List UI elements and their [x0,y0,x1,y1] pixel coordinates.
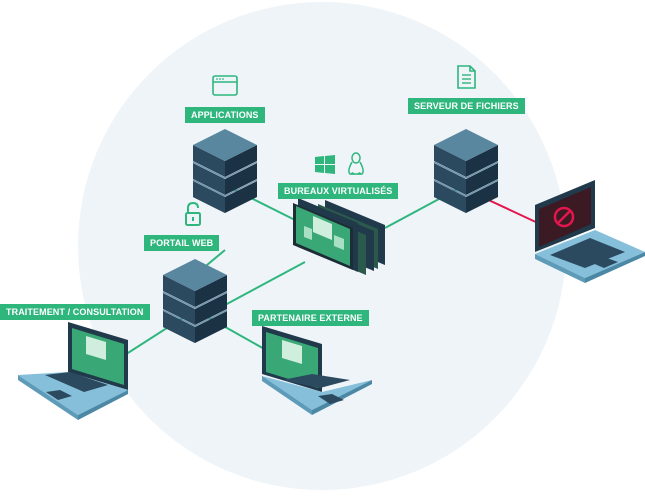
label-bureaux-virtualises: BUREAUX VIRTUALISÉS [278,183,399,199]
virtual-desktops [293,198,385,275]
padlock-icon [185,201,201,226]
link-portail-bureaux [224,261,306,306]
laptop-traitement [18,322,128,420]
blocked-icon [553,206,575,228]
browser-window-icon [212,75,238,96]
label-traitement-consultation: TRAITEMENT / CONSULTATION [0,304,150,320]
windows-icon [315,155,335,174]
server-fichiers [433,128,499,214]
connections [119,184,541,359]
linux-icon [348,152,364,175]
label-applications: APPLICATIONS [185,107,265,123]
server-applications [192,128,258,214]
laptop-partenaire [262,326,372,415]
label-portail-web: PORTAIL WEB [144,235,220,251]
label-serveur-fichiers: SERVEUR DE FICHIERS [408,98,525,114]
label-partenaire-externe: PARTENAIRE EXTERNE [252,310,369,326]
document-icon [457,65,476,89]
laptop-blocked [535,180,645,283]
server-portail [162,258,228,344]
